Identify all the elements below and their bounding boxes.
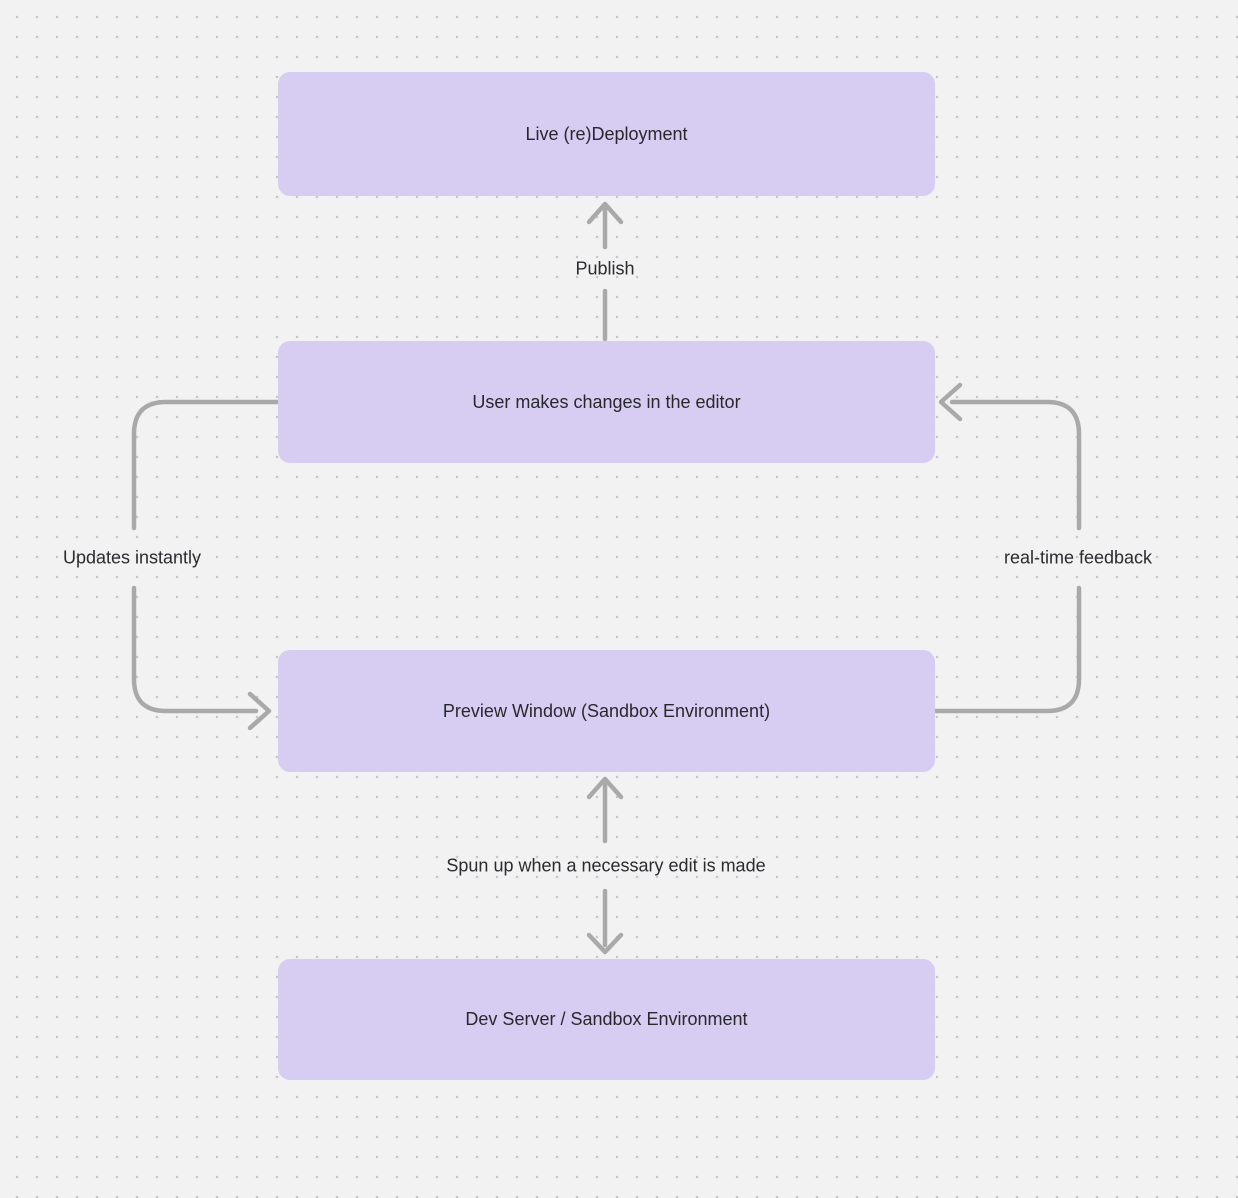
node-label: Live (re)Deployment [525, 123, 688, 144]
edge-label-updates-instantly: Updates instantly [62, 547, 202, 568]
edge-feedback-segment-bottom [933, 585, 1082, 714]
node-label: User makes changes in the editor [472, 391, 741, 412]
node-live-redeployment[interactable]: Live (re)Deployment [278, 72, 935, 196]
arrowhead-up-icon [586, 201, 624, 225]
node-dev-server[interactable]: Dev Server / Sandbox Environment [278, 959, 935, 1080]
edge-label-real-time-feedback: real-time feedback [1003, 547, 1153, 568]
edge-feedback-segment-top [949, 399, 1082, 531]
edge-label-publish: Publish [575, 258, 635, 279]
node-preview-window[interactable]: Preview Window (Sandbox Environment) [278, 650, 935, 772]
node-label: Preview Window (Sandbox Environment) [442, 700, 771, 721]
arrowhead-right-icon [247, 691, 272, 731]
edge-updates-segment-bottom [131, 585, 259, 714]
edge-updates-segment-top [131, 399, 280, 531]
arrowhead-left-icon [938, 382, 963, 422]
arrowhead-down-icon [586, 932, 624, 955]
edge-label-spun-up: Spun up when a necessary edit is made [446, 855, 766, 876]
node-label: Dev Server / Sandbox Environment [465, 1009, 748, 1029]
arrowhead-up-icon [586, 776, 624, 800]
node-user-makes-changes[interactable]: User makes changes in the editor [278, 341, 935, 463]
